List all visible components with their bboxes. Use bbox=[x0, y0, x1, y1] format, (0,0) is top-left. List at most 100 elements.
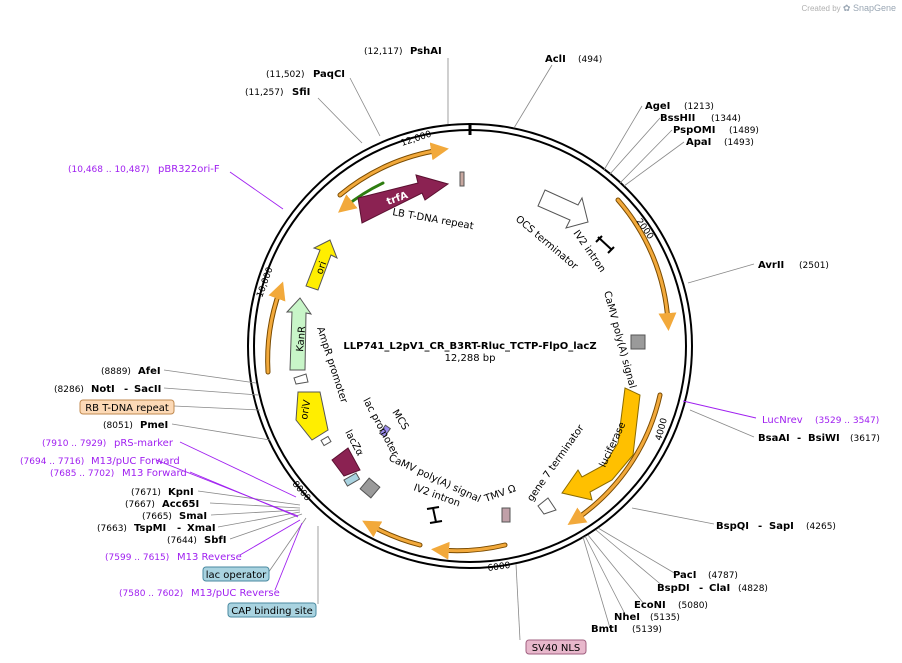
enzyme-acli[interactable]: AclI (494) bbox=[545, 54, 602, 65]
enzyme-smai[interactable]: (7665) SmaI bbox=[142, 511, 207, 522]
enzyme-pspomi-name: PspOMI bbox=[673, 125, 715, 136]
primer-m13-reverse[interactable]: (7599 .. 7615) M13 Reverse bbox=[105, 552, 242, 563]
enzyme-econi-name: EcoNI bbox=[634, 600, 666, 611]
enzyme-acc65i[interactable]: (7667) Acc65I bbox=[125, 499, 199, 510]
enzyme-bsshii-pos: (1344) bbox=[711, 114, 741, 124]
primer-prsmarker-name: pRS-marker bbox=[114, 438, 174, 449]
enzyme-pshai-pos: (12,117) bbox=[364, 47, 403, 57]
enzyme-agei[interactable]: AgeI (1213) bbox=[645, 101, 714, 112]
enzyme-nhei[interactable]: NheI (5135) bbox=[614, 612, 680, 623]
cap-box-label: CAP binding site bbox=[231, 606, 313, 617]
primer-m13-forward[interactable]: (7685 .. 7702) M13 Forward bbox=[50, 468, 187, 479]
enzyme-bsaai-sep: - bbox=[797, 433, 801, 444]
enzyme-acli-name: AclI bbox=[545, 54, 566, 65]
enzyme-sacii-name: SacII bbox=[134, 384, 161, 395]
enzyme-bsaai-name: BsaAI bbox=[758, 433, 790, 444]
enzyme-bmti-pos: (5139) bbox=[632, 625, 662, 635]
enzyme-bmti-name: BmtI bbox=[591, 624, 618, 635]
primer-m13puc-reverse[interactable]: (7580 .. 7602) M13/pUC Reverse bbox=[119, 588, 280, 599]
enzyme-kpni[interactable]: (7671) KpnI bbox=[131, 487, 194, 498]
feature-box-lac-operator[interactable]: lac operator bbox=[202, 566, 270, 582]
enzyme-noti-sacii[interactable]: (8286) NotI - SacII bbox=[54, 384, 161, 395]
primer-m13puc-rev-pos: (7580 .. 7602) bbox=[119, 589, 183, 599]
primer-lucnrev[interactable]: LucNrev (3529 .. 3547) bbox=[762, 415, 879, 426]
primer-m13-fwd-name: M13 Forward bbox=[122, 468, 187, 479]
enzyme-bmti[interactable]: BmtI (5139) bbox=[591, 624, 662, 635]
CaMV-polyA-glyph-2 bbox=[359, 477, 381, 499]
enzyme-bspdi-clai[interactable]: BspDI - ClaI (4828) bbox=[657, 583, 768, 594]
enzyme-econi-pos: (5080) bbox=[678, 601, 708, 611]
enzyme-paqci-pos: (11,502) bbox=[266, 70, 305, 80]
enzyme-afei[interactable]: (8889) AfeI bbox=[101, 366, 161, 377]
leader-lines bbox=[163, 58, 755, 641]
credit-prefix: Created by bbox=[801, 4, 841, 13]
enzyme-paqci[interactable]: (11,502) PaqCI bbox=[266, 69, 345, 80]
enzyme-bsaai-bsiwi[interactable]: BsaAI - BsiWI (3617) bbox=[758, 433, 880, 444]
lac-promoter-label: lac promoter bbox=[360, 396, 400, 458]
lacZa-arrow bbox=[331, 447, 361, 477]
enzyme-bsshii[interactable]: BssHII (1344) bbox=[660, 113, 741, 124]
gene7-terminator-glyph bbox=[537, 497, 557, 515]
primer-pbr322ori-f[interactable]: (10,468 .. 10,487) pBR322ori-F bbox=[68, 164, 220, 175]
enzyme-smai-pos: (7665) bbox=[142, 512, 172, 522]
feature-box-cap-binding[interactable]: CAP binding site bbox=[227, 602, 317, 618]
enzyme-paqci-name: PaqCI bbox=[313, 69, 345, 80]
oriV-label: oriV bbox=[299, 399, 313, 421]
kanR-arrow bbox=[285, 297, 313, 371]
enzyme-bspdi-sep: - bbox=[699, 583, 703, 594]
trfA-arrow bbox=[357, 174, 450, 224]
enzyme-sbfi[interactable]: (7644) SbfI bbox=[167, 535, 226, 546]
enzyme-bspqi-pos: (4265) bbox=[806, 522, 836, 532]
enzyme-agei-name: AgeI bbox=[645, 101, 670, 112]
enzyme-sfii-name: SfiI bbox=[292, 87, 310, 98]
enzyme-pspomi-pos: (1489) bbox=[729, 126, 759, 136]
oriV-glyph bbox=[295, 391, 329, 441]
enzyme-avrii[interactable]: AvrII (2501) bbox=[758, 260, 829, 271]
MCS-glyph bbox=[378, 424, 392, 438]
enzyme-clai-name: ClaI bbox=[709, 583, 730, 594]
sv40-box bbox=[525, 639, 587, 655]
primer-prs-marker[interactable]: (7910 .. 7929) pRS-marker bbox=[42, 438, 174, 449]
primer-m13-rev-pos: (7599 .. 7615) bbox=[105, 553, 169, 563]
feature-box-rb-repeat[interactable]: RB T-DNA repeat bbox=[79, 399, 175, 415]
enzyme-bspqi-sapi[interactable]: BspQI - SapI (4265) bbox=[716, 521, 836, 532]
primer-m13-fwd-pos: (7685 .. 7702) bbox=[50, 469, 114, 479]
MCS-label: MCS bbox=[389, 408, 410, 432]
enzyme-pshai[interactable]: (12,117) PshAI bbox=[364, 46, 442, 57]
feature-box-sv40-nls[interactable]: SV40 NLS bbox=[525, 639, 587, 655]
enzyme-apai-name: ApaI bbox=[686, 137, 711, 148]
enzyme-econi[interactable]: EcoNI (5080) bbox=[634, 600, 708, 611]
enzyme-tspmi-name: TspMI bbox=[134, 523, 166, 534]
enzyme-apai[interactable]: ApaI (1493) bbox=[686, 137, 754, 148]
enzyme-paci-pos: (4787) bbox=[708, 571, 738, 581]
enzyme-acc65i-pos: (7667) bbox=[125, 500, 155, 510]
enzyme-paci[interactable]: PacI (4787) bbox=[673, 570, 738, 581]
tick-4000: 4000 bbox=[654, 417, 670, 442]
snapgene-logo: ✿ SnapGene bbox=[842, 3, 896, 13]
enzyme-tspmi-xmai[interactable]: (7663) TspMI - XmaI bbox=[97, 523, 216, 534]
enzyme-bspqi-name: BspQI bbox=[716, 521, 749, 532]
primer-leader-lines bbox=[155, 171, 757, 591]
tick-10000: 10,000 bbox=[255, 266, 275, 299]
enzyme-pshai-name: PshAI bbox=[410, 46, 442, 57]
enzyme-pspomi[interactable]: PspOMI (1489) bbox=[673, 125, 759, 136]
enzyme-nhei-name: NheI bbox=[614, 612, 640, 623]
LB-repeat-label: LB T-DNA repeat bbox=[391, 207, 474, 232]
enzyme-sfii[interactable]: (11,257) SfiI bbox=[245, 87, 310, 98]
enzyme-noti-pos: (8286) bbox=[54, 385, 84, 395]
enzyme-smai-name: SmaI bbox=[179, 511, 207, 522]
kanR-label: KanR bbox=[295, 326, 308, 353]
lac-operator-glyph bbox=[343, 472, 361, 487]
lacop-box bbox=[202, 566, 270, 582]
enzyme-sapi-name: SapI bbox=[769, 521, 794, 532]
enzyme-nhei-pos: (5135) bbox=[650, 613, 680, 623]
primer-m13puc-fwd-name: M13/pUC Forward bbox=[91, 456, 180, 467]
enzyme-sfii-pos: (11,257) bbox=[245, 88, 284, 98]
enzyme-bspqi-sep: - bbox=[758, 521, 762, 532]
primer-pbr322-name: pBR322ori-F bbox=[158, 164, 220, 175]
orf-arcs bbox=[265, 142, 677, 560]
luciferase-arrow bbox=[561, 387, 641, 501]
enzyme-pmei[interactable]: (8051) PmeI bbox=[103, 420, 168, 431]
primer-m13puc-forward[interactable]: (7694 .. 7716) M13/pUC Forward bbox=[20, 456, 180, 467]
